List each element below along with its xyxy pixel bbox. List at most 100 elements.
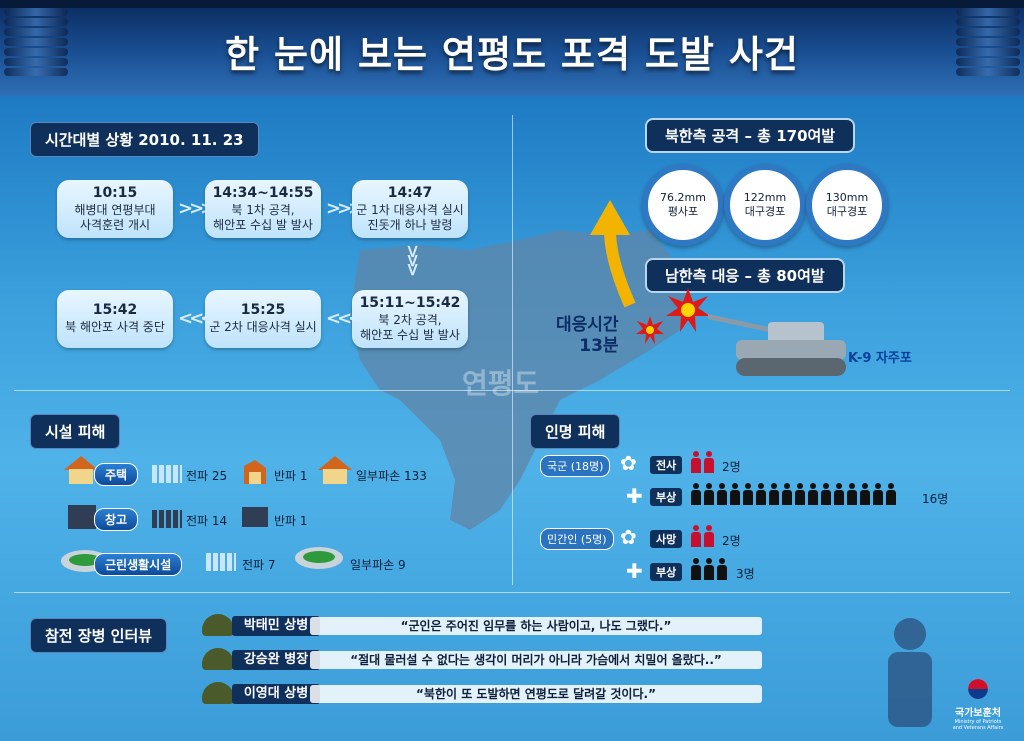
rubble-icon <box>206 553 236 571</box>
people-row <box>690 558 728 580</box>
chevron-left-icon: <<< <box>326 308 363 329</box>
person-icon <box>755 483 767 505</box>
casualty-tag: 부상 <box>650 563 683 581</box>
interview-heading: 참전 장병 인터뷰 <box>30 618 168 653</box>
half-destroyed-warehouse-icon <box>242 507 268 527</box>
damage-half: 반파 1 <box>274 469 308 483</box>
casualty-count: 2명 <box>722 534 741 548</box>
medical-cross-icon: ✚ <box>626 559 643 583</box>
divider-middle <box>14 390 1010 391</box>
person-icon <box>716 483 728 505</box>
missile-rack-right-icon <box>956 6 1020 90</box>
timeline-event: 14:47 군 1차 대응사격 실시 진돗개 하나 발령 <box>352 180 468 238</box>
damage-destroyed: 전파 14 <box>186 514 228 528</box>
casualty-heading: 인명 피해 <box>530 414 621 449</box>
person-icon <box>716 558 728 580</box>
casualty-count: 3명 <box>736 567 755 581</box>
timeline-event: 15:42 북 해안포 사격 중단 <box>57 290 173 348</box>
casualty-tag: 부상 <box>650 488 683 506</box>
person-icon <box>846 483 858 505</box>
timeline-event: 15:11~15:42 북 2차 공격, 해안포 수십 발 발사 <box>352 290 468 348</box>
damage-partial: 일부파손 9 <box>350 558 406 572</box>
person-icon <box>833 483 845 505</box>
person-icon <box>794 483 806 505</box>
divider-bottom <box>14 592 1010 593</box>
timeline-event: 14:34~14:55 북 1차 공격, 해안포 수십 발 발사 <box>205 180 321 238</box>
interview-quote: “절대 물러설 수 없다는 생각이 머리가 아니라 가슴에서 치밀어 올랐다..… <box>310 651 762 669</box>
soldier-silhouette-icon <box>888 618 932 727</box>
interviewee-name: 이영대 상병 <box>232 684 320 704</box>
person-icon <box>807 483 819 505</box>
person-icon <box>872 483 884 505</box>
rubble-icon <box>152 510 182 528</box>
ministry-name: 국가보훈처 <box>955 708 1001 719</box>
k9-label: K-9 자주포 <box>848 351 912 366</box>
facility-label: 창고 <box>94 508 139 531</box>
chevron-down-icon: >>> <box>402 244 423 272</box>
facility-label: 근린생활시설 <box>94 553 183 576</box>
person-icon <box>768 483 780 505</box>
k9-howitzer-icon <box>708 314 846 376</box>
missile-rack-left-icon <box>4 6 68 90</box>
medical-cross-icon: ✚ <box>626 484 643 508</box>
header: 한 눈에 보는 연평도 포격 도발 사건 <box>0 0 1024 96</box>
person-icon <box>703 558 715 580</box>
island-label: 연평도 <box>462 367 540 400</box>
person-icon <box>742 483 754 505</box>
timeline-event: 10:15 해병대 연평부대 사격훈련 개시 <box>57 180 173 238</box>
half-destroyed-house-icon <box>244 460 266 484</box>
stadium-icon <box>295 547 343 569</box>
facility-label: 주택 <box>94 463 139 486</box>
explosion-icon <box>666 288 710 332</box>
house-icon <box>318 456 352 484</box>
people-row <box>690 451 715 473</box>
timeline-heading: 시간대별 상황 2010. 11. 23 <box>30 122 259 157</box>
damage-half: 반파 1 <box>274 514 308 528</box>
people-row <box>690 525 715 547</box>
curved-arrow-icon <box>590 200 636 308</box>
ministry-logo: 국가보훈처 Ministry of Patriots and Veterans … <box>950 678 1006 731</box>
interviewee-name: 강승완 병장 <box>232 650 320 670</box>
facility-damage-heading: 시설 피해 <box>30 414 121 449</box>
person-icon <box>885 483 897 505</box>
military-label: 국군 (18명) <box>540 455 611 477</box>
person-icon <box>820 483 832 505</box>
nk-attack-heading: 북한측 공격 – 총 170여발 <box>645 118 856 153</box>
casualty-tag: 전사 <box>650 456 683 474</box>
damage-destroyed: 전파 25 <box>186 469 228 483</box>
person-icon <box>690 525 702 547</box>
flower-icon: ✿ <box>620 525 637 549</box>
person-icon <box>690 483 702 505</box>
helmet-icon <box>202 682 234 704</box>
rubble-icon <box>152 465 182 483</box>
chevron-left-icon: <<< <box>178 308 215 329</box>
person-icon <box>781 483 793 505</box>
sk-response-heading: 남한측 대응 – 총 80여발 <box>645 258 845 293</box>
person-icon <box>859 483 871 505</box>
timeline-event: 15:25 군 2차 대응사격 실시 <box>205 290 321 348</box>
header-stripe <box>0 0 1024 8</box>
interviewee-name: 박태민 상병 <box>232 616 320 636</box>
helmet-icon <box>202 648 234 670</box>
response-time: 대응시간 13분 <box>556 315 619 356</box>
damage-partial: 일부파손 133 <box>356 469 427 483</box>
explosion-icon <box>636 316 664 344</box>
person-icon <box>690 451 702 473</box>
casualty-count: 2명 <box>722 460 741 474</box>
flag-emblem-icon <box>968 679 988 699</box>
people-row <box>690 483 897 505</box>
casualty-tag: 사망 <box>650 530 683 548</box>
casualty-count: 16명 <box>922 492 949 506</box>
person-icon <box>703 451 715 473</box>
house-icon <box>64 456 98 484</box>
interview-quote: “북한이 또 도발하면 연평도로 달려갈 것이다.” <box>310 685 762 703</box>
civilian-label: 민간인 (5명) <box>540 528 614 550</box>
person-icon <box>690 558 702 580</box>
flower-icon: ✿ <box>620 451 637 475</box>
warehouse-icon <box>68 505 96 529</box>
helmet-icon <box>202 614 234 636</box>
